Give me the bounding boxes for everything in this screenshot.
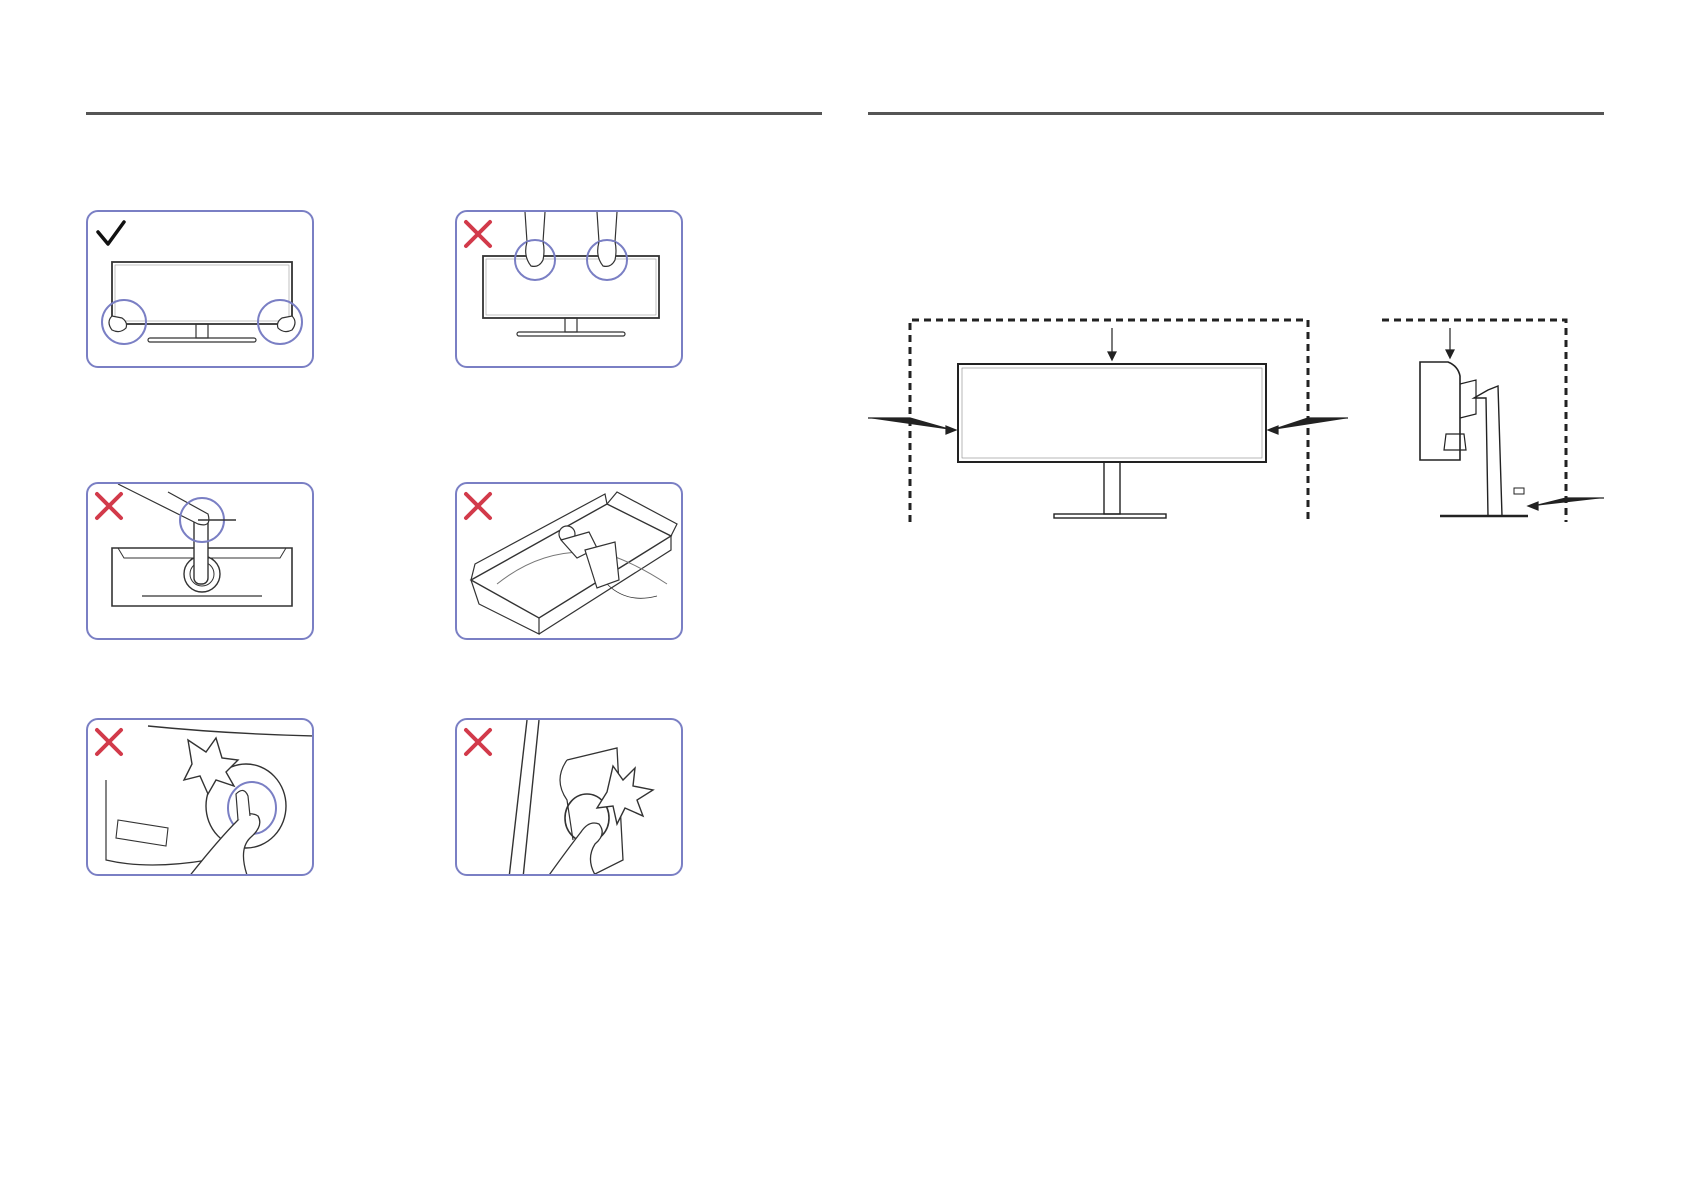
illustration-card-hold-top-edge (455, 210, 683, 368)
hold-top-edge-illustration (457, 212, 683, 368)
pinch-burst-icon (184, 738, 238, 794)
left-section-divider (86, 112, 822, 115)
hold-by-stand-illustration (88, 484, 314, 640)
x-mark-icon (97, 494, 121, 518)
stand-in-box-illustration (457, 484, 683, 640)
illustration-card-pinch-stand-joint (86, 718, 314, 876)
pinch-stand-joint-illustration (88, 720, 314, 876)
pinch-hinge-illustration (457, 720, 683, 876)
ventilation-diagram-side-view (1378, 314, 1604, 529)
pinch-burst-icon (597, 766, 653, 824)
hold-sides-illustration (88, 212, 314, 368)
monitor-front (958, 364, 1266, 462)
checkmark-icon (98, 222, 124, 244)
x-mark-icon (466, 730, 490, 754)
illustration-card-stand-in-box (455, 482, 683, 640)
illustration-card-hold-sides (86, 210, 314, 368)
illustration-card-pinch-hinge (455, 718, 683, 876)
right-section-divider (868, 112, 1604, 115)
monitor-side (1420, 362, 1460, 460)
x-mark-icon (97, 730, 121, 754)
illustration-card-hold-by-stand (86, 482, 314, 640)
x-mark-icon (466, 494, 490, 518)
x-mark-icon (466, 222, 490, 246)
ventilation-diagram-front-view (868, 314, 1348, 529)
